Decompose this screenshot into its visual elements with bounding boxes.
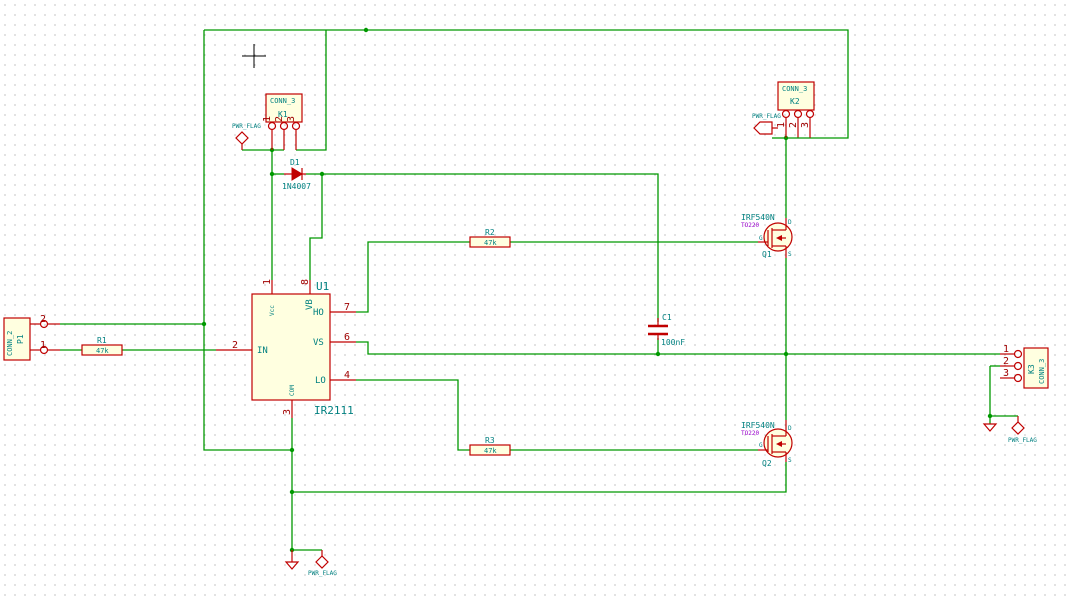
q1-ref: Q1 (762, 250, 772, 259)
r2-value: 47k (484, 239, 497, 247)
ground-main[interactable] (284, 550, 300, 570)
diode-d1[interactable]: D1 1N4007 (282, 158, 311, 191)
u1-pin-vs-num: 6 (344, 332, 350, 343)
u1-pin-vcc-name: Vcc (269, 305, 276, 316)
k2-pin-3: 3 (800, 122, 811, 128)
u1-pin-lo-num: 4 (344, 370, 350, 381)
u1-pin-com-num: 3 (282, 409, 293, 415)
junctions (201, 27, 993, 553)
k3-value: CONN_3 (1038, 359, 1046, 384)
u1-pin-vb-name: VB (305, 299, 315, 310)
crosshair-cursor-icon (242, 44, 266, 68)
q1-pin-g: G (759, 235, 763, 242)
k3-pin-2: 2 (1003, 356, 1009, 367)
u1-pin-com-name: COM (289, 385, 296, 396)
u1-pin-vcc-num: 1 (262, 279, 273, 285)
q1-value: IRF540N (741, 213, 775, 222)
k1-value: CONN_3 (270, 97, 295, 105)
q1-pin-s: S (788, 251, 792, 258)
k3-pin-1: 1 (1003, 344, 1009, 355)
q1-package: TO220 (741, 222, 759, 229)
q1-pin-d: D (788, 219, 792, 226)
k3-pin-3: 3 (1003, 368, 1009, 379)
u1-pin-vb-num: 8 (300, 279, 311, 285)
r3-ref: R3 (485, 436, 495, 445)
k1-pin-3: 3 (286, 116, 297, 122)
c1-value: 100nF (661, 338, 685, 347)
resistor-r1[interactable]: 47k R1 (81, 336, 123, 356)
r3-value: 47k (484, 447, 497, 455)
resistor-r2[interactable]: 47k R2 (469, 228, 511, 248)
k1-pin-2: 2 (274, 116, 285, 122)
d1-ref: D1 (290, 158, 300, 167)
wires (60, 29, 1018, 551)
u1-pin-in-name: IN (257, 346, 268, 356)
q2-package: TO220 (741, 430, 759, 437)
pwr-flag-bottom[interactable]: PWR_FLAG (308, 550, 337, 577)
u1-pin-in-num: 2 (232, 340, 238, 351)
k3-ref: K3 (1027, 364, 1036, 374)
k1-pin-1: 1 (262, 116, 273, 122)
k2-pin-2: 2 (788, 122, 799, 128)
pwr-flag-label-2: PWR_FLAG (752, 113, 781, 120)
p1-pin-2: 2 (40, 314, 46, 325)
u1-pin-lo-name: LO (315, 376, 326, 386)
pwr-flag-label-3: PWR_FLAG (1008, 437, 1037, 444)
q2-pin-g: G (759, 442, 763, 449)
q2-pin-d: D (788, 425, 792, 432)
connector-p1[interactable]: 2 1 CONN_2 P1 (3, 314, 60, 361)
u1-value: IR2111 (314, 404, 354, 417)
capacitor-c1[interactable]: C1 100nF (648, 313, 685, 347)
k1-ref: K1 (278, 110, 288, 119)
r1-ref: R1 (97, 336, 107, 345)
q2-ref: Q2 (762, 459, 772, 468)
pwr-flag-k3[interactable]: PWR_FLAG (1008, 416, 1037, 444)
mosfet-q2[interactable]: IRF540N TO220 Q2 G D S (741, 420, 793, 468)
d1-value: 1N4007 (282, 182, 311, 191)
q2-value: IRF540N (741, 421, 775, 430)
k2-value: CONN_3 (782, 85, 807, 93)
q2-pin-s: S (788, 457, 792, 464)
pwr-flag-k2[interactable]: PWR_FLAG (752, 113, 781, 135)
r2-ref: R2 (485, 228, 495, 237)
u1-pin-vs-name: VS (313, 338, 324, 348)
resistor-r3[interactable]: 47k R3 (469, 436, 511, 456)
connector-k3[interactable]: 1 2 3 CONN_3 K3 (1000, 344, 1049, 389)
k2-ref: K2 (790, 97, 800, 106)
p1-ref: P1 (16, 334, 25, 344)
p1-pin-1: 1 (40, 340, 46, 351)
k2-pin-1: 1 (776, 122, 787, 128)
connector-k1[interactable]: CONN_3 K1 1 2 3 (262, 93, 303, 150)
pwr-flag-label-4: PWR_FLAG (308, 570, 337, 577)
u1-pin-ho-name: HO (313, 308, 324, 318)
u1-ref: U1 (316, 280, 329, 293)
ground-k3[interactable] (982, 423, 998, 432)
connector-k2[interactable]: CONN_3 K2 1 2 3 (776, 81, 815, 139)
u1-pin-ho-num: 7 (344, 302, 350, 313)
pwr-flag-k1[interactable]: PWR_FLAG (232, 123, 261, 150)
c1-ref: C1 (662, 313, 672, 322)
r1-value: 47k (96, 347, 109, 355)
pwr-flag-label-1: PWR_FLAG (232, 123, 261, 130)
mosfet-q1[interactable]: IRF540N TO220 Q1 G D S (741, 213, 793, 259)
ic-u1[interactable]: 1 8 7 6 4 2 3 Vcc VB HO VS LO IN COM U1 … (216, 279, 356, 418)
p1-value: CONN_2 (6, 331, 14, 356)
